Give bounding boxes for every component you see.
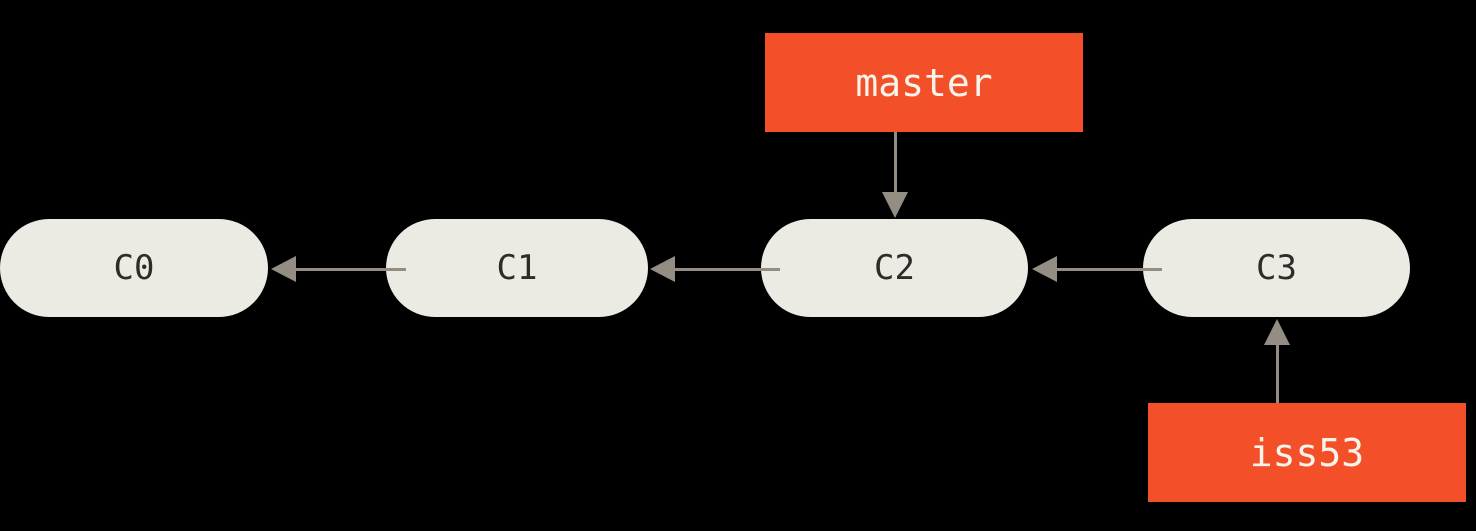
edge-iss53-to-c3 [1276,345,1279,403]
arrow-left-icon [1032,256,1057,282]
edge-c1-to-c0 [296,268,406,271]
commit-node-c3: C3 [1143,219,1410,317]
edge-c2-to-c1 [675,268,780,271]
arrow-down-icon [882,192,908,218]
branch-label-master: master [765,33,1083,132]
arrow-left-icon [271,256,296,282]
edge-master-to-c2 [894,132,897,192]
arrow-up-icon [1264,319,1290,345]
edge-c3-to-c2 [1057,268,1162,271]
branch-label-iss53: iss53 [1148,403,1466,502]
commit-node-c2: C2 [761,219,1028,317]
commit-node-c0: C0 [0,219,268,317]
arrow-left-icon [650,256,675,282]
commit-node-c1: C1 [386,219,648,317]
